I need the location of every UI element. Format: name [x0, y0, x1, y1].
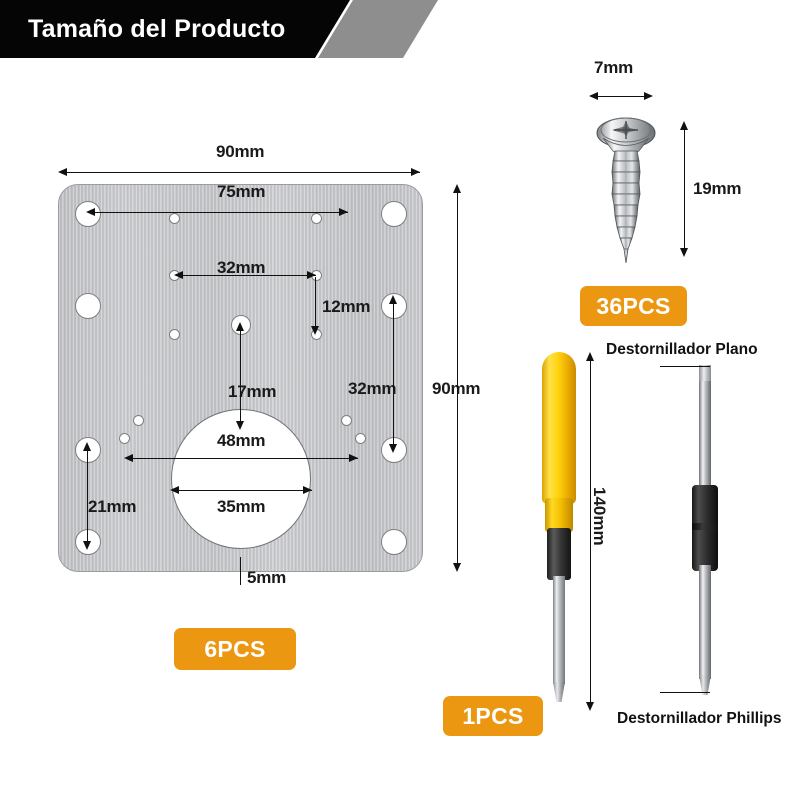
plate-height-arrow-up	[452, 184, 461, 193]
page-title: Tamaño del Producto	[28, 15, 286, 43]
plate-width-label: 90mm	[216, 142, 265, 161]
plate-right-span-label: 32mm	[348, 379, 397, 398]
screw-length-line	[684, 127, 685, 253]
plate-flank-span-label: 48mm	[217, 431, 266, 450]
plate-hole-mid-left-lower	[75, 437, 101, 463]
plate-mid-span-label: 32mm	[217, 258, 266, 277]
plate-mid-span-line	[176, 275, 316, 276]
double-ended-bit-icon	[688, 365, 722, 695]
screwdriver-length-line	[590, 358, 591, 707]
screwdriver-length-arrow-down	[585, 702, 594, 711]
plate-bore-diameter-arrow-left	[170, 485, 179, 494]
screw-width-line	[594, 96, 650, 97]
plate-center-offset-label: 17mm	[228, 382, 277, 401]
plate-hole-bottom-right	[381, 529, 407, 555]
plate-flank-hole-right	[355, 433, 366, 444]
plate-left-span-line	[87, 447, 88, 547]
plate-left-span-arrow-up	[82, 442, 91, 451]
bit-phillips-shaft	[699, 565, 711, 679]
header-banner: Tamaño del Producto	[0, 0, 800, 58]
plate-hole-top-right	[381, 201, 407, 227]
bit-bottom-leader-line	[660, 692, 710, 693]
screw-length-arrow-down	[679, 248, 688, 257]
screw-length-label: 19mm	[693, 179, 742, 198]
bit-top-leader-line	[660, 366, 710, 367]
plate-flank-span-line	[126, 458, 358, 459]
plate-flank-hole-upper-right	[341, 415, 352, 426]
screw-width-arrow-left	[589, 91, 598, 100]
plate-flank-hole-upper-left	[133, 415, 144, 426]
plate-height-line	[457, 190, 458, 568]
plate-flank-hole-left	[119, 433, 130, 444]
wood-screw-icon	[595, 113, 657, 265]
plate-mid-span-arrow-left	[174, 270, 183, 279]
plate-top-span-arrow-left	[86, 207, 95, 216]
plate-vertical-offset-line	[315, 277, 316, 331]
plate-height-label: 90mm	[432, 379, 481, 398]
plate-bore-diameter-label: 35mm	[217, 497, 266, 516]
plate-small-hole-top-left	[169, 213, 180, 224]
plate-center-offset-arrow-down	[235, 421, 244, 430]
plate-bore-diameter-arrow-right	[303, 485, 312, 494]
screwdriver-quantity-badge: 1PCS	[443, 696, 543, 736]
plate-bore-diameter-line	[172, 490, 312, 491]
screw-quantity-badge: 36PCS	[580, 286, 687, 326]
plate-left-span-arrow-down	[82, 541, 91, 550]
screwdriver-shaft	[553, 576, 565, 684]
plate-width-line	[60, 172, 420, 173]
bit-phillips-tip	[699, 675, 711, 695]
plate-center-offset-arrow-up	[235, 322, 244, 331]
plate-right-span-line	[393, 300, 394, 450]
plate-mid-span-arrow-right	[307, 270, 316, 279]
bit-flat-shaft	[699, 365, 711, 493]
screwdriver-tip	[553, 682, 565, 702]
plate-top-span-line	[88, 212, 348, 213]
screwdriver-handle	[542, 352, 576, 504]
plate-center-bore	[171, 409, 311, 549]
screw-width-label: 7mm	[594, 58, 634, 77]
screwdriver-length-label: 140mm	[590, 487, 609, 546]
flat-screwdriver-label: Destornillador Plano	[606, 341, 758, 358]
banner-black-shape	[0, 0, 350, 58]
plate-quantity-badge: 6PCS	[174, 628, 296, 670]
plate-center-offset-line	[240, 327, 241, 427]
plate-vertical-offset-label: 12mm	[322, 297, 371, 316]
plate-small-hole-lower-left	[169, 329, 180, 340]
plate-small-hole-top-right	[311, 213, 322, 224]
screwdriver-length-arrow-up	[585, 352, 594, 361]
screw-length-arrow-up	[679, 121, 688, 130]
plate-right-span-arrow-up	[388, 295, 397, 304]
plate-edge-gap-tick	[240, 557, 241, 585]
plate-vertical-offset-arrow-down	[310, 326, 319, 335]
screw-width-arrow-right	[644, 91, 653, 100]
screwdriver-icon	[536, 352, 582, 702]
bit-flat-tip	[699, 365, 711, 381]
plate-flank-span-arrow-left	[124, 453, 133, 462]
plate-height-arrow-down	[452, 563, 461, 572]
plate-top-span-arrow-right	[339, 207, 348, 216]
phillips-screwdriver-label: Destornillador Phillips	[617, 710, 782, 727]
plate-hole-mid-left-upper	[75, 293, 101, 319]
screwdriver-collar	[547, 528, 571, 580]
plate-width-arrow-right	[411, 167, 420, 176]
bit-grip-ring	[692, 523, 718, 530]
plate-left-span-label: 21mm	[88, 497, 137, 516]
plate-edge-gap-label: 5mm	[247, 568, 287, 587]
plate-flank-span-arrow-right	[349, 453, 358, 462]
plate-width-arrow-left	[58, 167, 67, 176]
screwdriver-neck	[545, 498, 573, 532]
plate-top-span-label: 75mm	[217, 182, 266, 201]
plate-right-span-arrow-down	[388, 444, 397, 453]
